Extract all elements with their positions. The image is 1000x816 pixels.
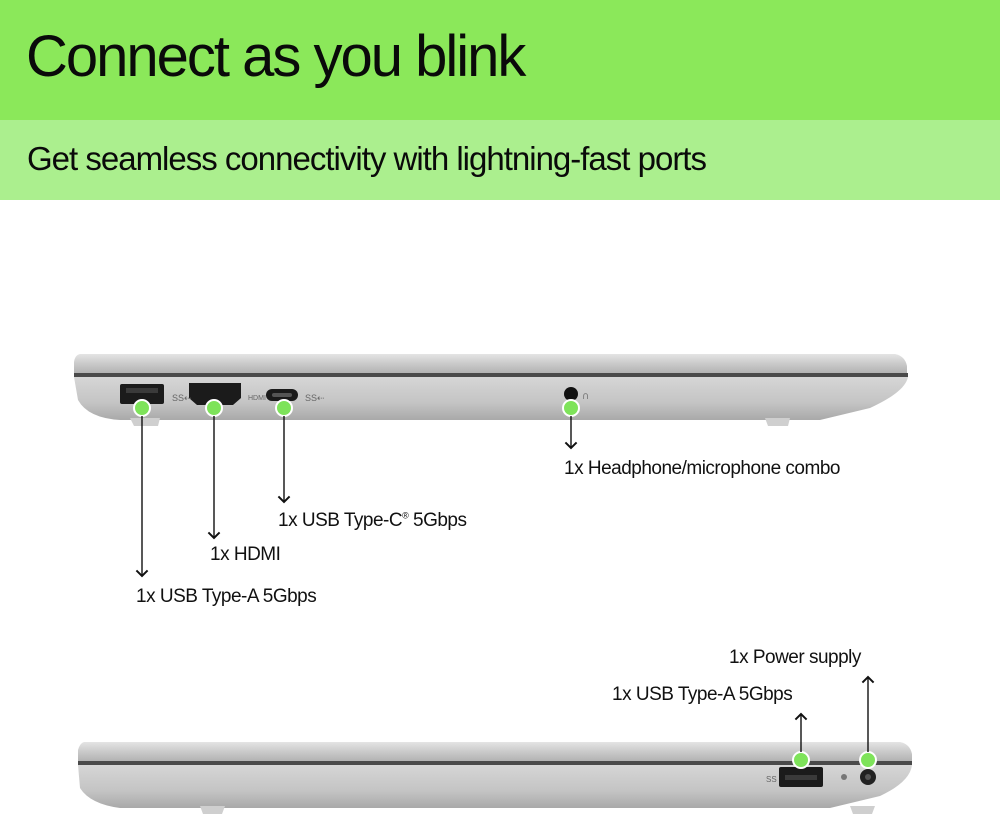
- headphone-label: 1x Headphone/microphone combo: [564, 458, 840, 479]
- hdmi-marker: [205, 399, 223, 417]
- usb-c-label-text: 1x USB Type-C: [278, 510, 403, 531]
- usb-a-right-marker: [792, 751, 810, 769]
- usb-a-marker: [133, 399, 151, 417]
- hdmi-label: 1x HDMI: [210, 544, 281, 565]
- page-title: Connect as you blink: [26, 24, 526, 89]
- laptop-left-side: SS⇠ HDMI SS⇠ ∩: [74, 354, 908, 578]
- hdmi-port: [189, 383, 241, 405]
- usb-a-label: 1x USB Type-A 5Gbps: [136, 586, 317, 607]
- usb-c-marker: [275, 399, 293, 417]
- page-subtitle: Get seamless connectivity with lightning…: [27, 140, 707, 177]
- audio-marker: [562, 399, 580, 417]
- header-banner: Connect as you blink: [0, 0, 1000, 120]
- subheader-banner: Get seamless connectivity with lightning…: [0, 120, 1000, 200]
- audio-jack: [564, 387, 578, 401]
- svg-text:SS⇠: SS⇠: [172, 393, 192, 403]
- svg-text:∩: ∩: [582, 391, 589, 402]
- power-marker: [859, 751, 877, 769]
- svg-text:SS: SS: [766, 775, 777, 784]
- usb-c-label: 1x USB Type-C® 5Gbps: [278, 511, 467, 530]
- power-supply-label: 1x Power supply: [729, 647, 861, 668]
- usb-c-trademark: ®: [402, 510, 409, 521]
- usb-c-speed: 5Gbps: [413, 510, 467, 531]
- laptop-right-side: SS: [78, 675, 912, 814]
- svg-text:SS⇠: SS⇠: [305, 393, 325, 403]
- usb-a-right-label: 1x USB Type-A 5Gbps: [612, 684, 793, 705]
- svg-text:HDMI: HDMI: [248, 395, 266, 402]
